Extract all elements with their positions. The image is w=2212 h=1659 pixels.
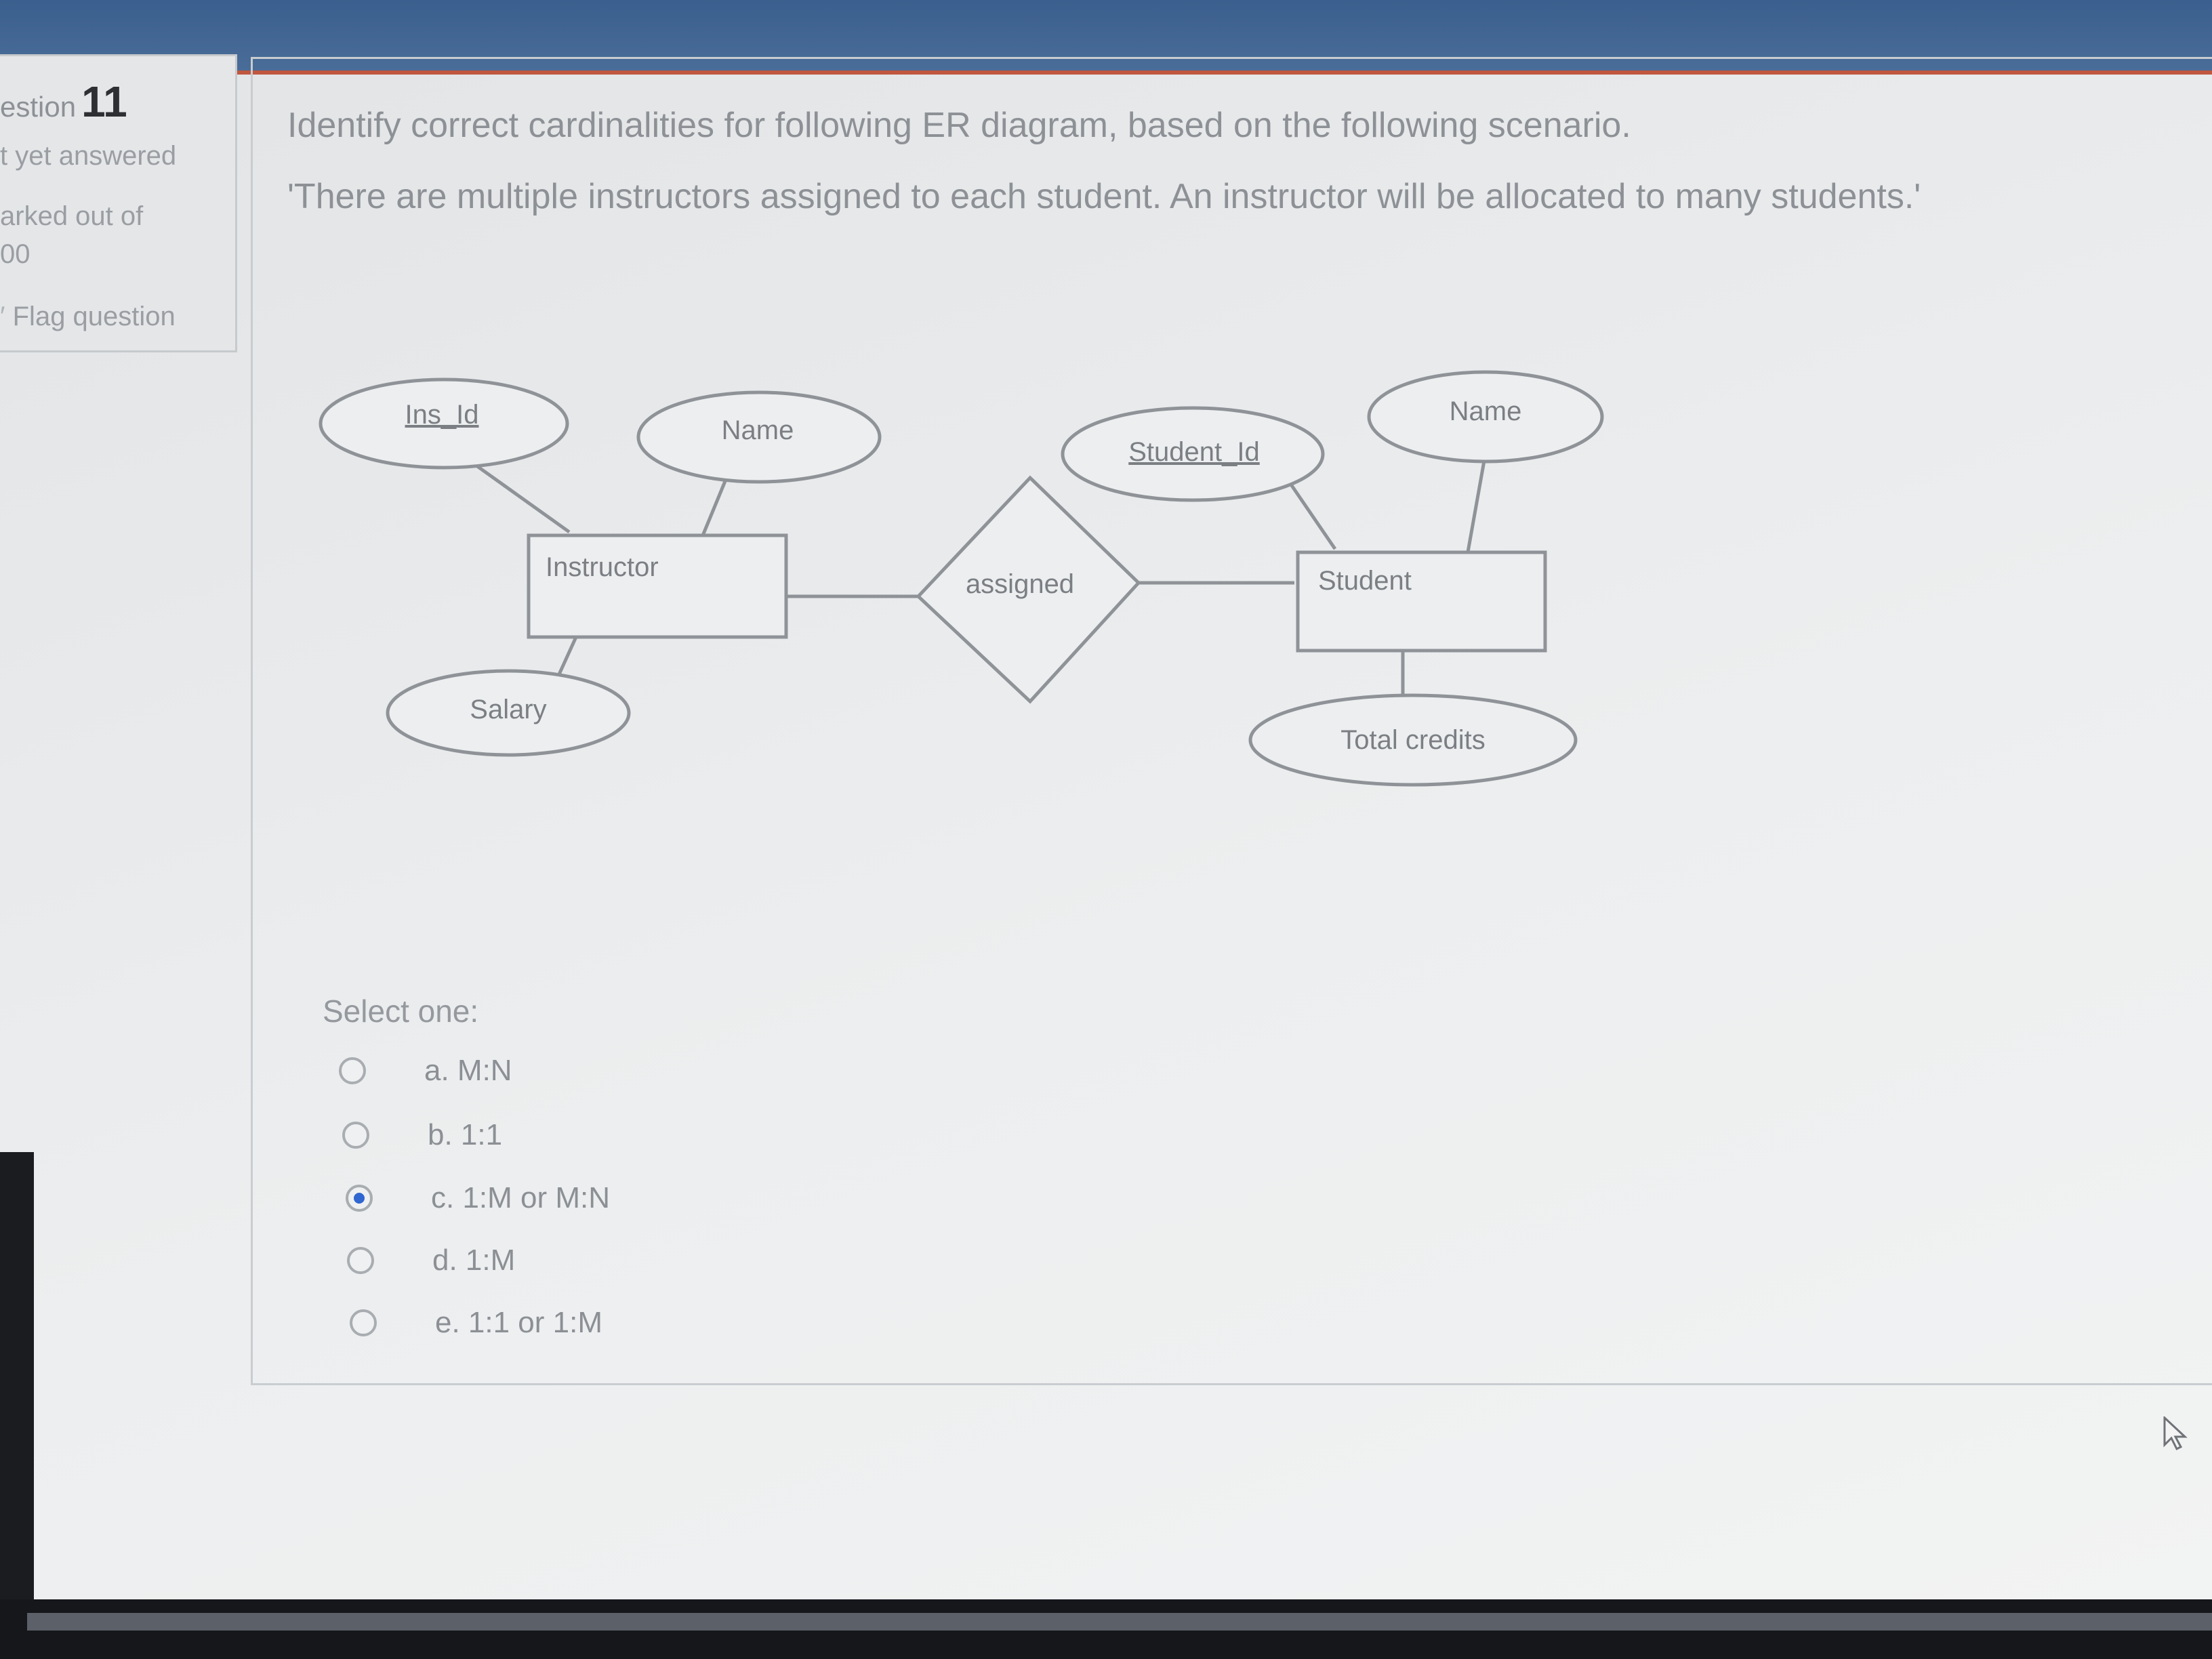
option-e-label: e. 1:1 or 1:M <box>435 1306 603 1339</box>
monitor-bezel-left <box>0 1152 34 1659</box>
flag-question-link[interactable]: ′ Flag question <box>0 302 176 332</box>
option-a-label: a. M:N <box>424 1054 512 1087</box>
flag-question-label: Flag question <box>12 302 176 331</box>
marks-value: 00 <box>0 239 30 269</box>
entity-instructor-box <box>527 533 788 639</box>
flag-icon: ′ <box>0 302 13 331</box>
radio-option-e[interactable] <box>350 1309 377 1336</box>
attr-total-credits-label: Total credits <box>1340 725 1485 755</box>
attr-total-credits-ellipse <box>1248 693 1578 787</box>
er-diagram: Ins_Id Name Instructor Salary assigned S… <box>319 370 1604 787</box>
answer-option-a[interactable]: a. M:N <box>339 1050 512 1091</box>
option-d-label: d. 1:M <box>432 1244 516 1277</box>
answer-option-b[interactable]: b. 1:1 <box>342 1115 502 1155</box>
select-one-prompt: Select one: <box>323 994 479 1029</box>
attr-student-name-ellipse <box>1367 370 1604 464</box>
connector-instructor-salary <box>557 636 578 676</box>
radio-option-d[interactable] <box>347 1247 374 1274</box>
option-b-label: b. 1:1 <box>428 1118 503 1151</box>
answer-option-c[interactable]: c. 1:M or M:N <box>346 1178 610 1218</box>
connector-studentid-student <box>1289 483 1337 550</box>
option-c-label: c. 1:M or M:N <box>431 1181 611 1214</box>
radio-option-b[interactable] <box>342 1122 369 1149</box>
entity-instructor-label: Instructor <box>546 552 659 582</box>
mouse-cursor-icon <box>2163 1416 2188 1451</box>
relationship-assigned-diamond <box>916 475 1141 704</box>
question-scenario: 'There are multiple instructors assigned… <box>287 177 1921 216</box>
attr-student-id-ellipse <box>1061 406 1325 502</box>
question-marks: arked out of 00 <box>0 197 143 273</box>
question-text: Identify correct cardinalities for follo… <box>287 106 1631 145</box>
radio-option-a[interactable] <box>339 1057 366 1084</box>
question-prefix: estion <box>0 91 77 123</box>
question-number-value: 11 <box>81 77 127 126</box>
attr-salary-label: Salary <box>470 695 546 724</box>
header-accent-line <box>0 70 2212 75</box>
entity-student-box <box>1296 550 1547 653</box>
connector-insid-instructor <box>473 462 571 534</box>
quiz-page <box>0 75 2212 1599</box>
radio-option-c[interactable] <box>346 1185 373 1212</box>
browser-header <box>0 0 2212 75</box>
attr-ins-id-label: Ins_Id <box>405 400 479 430</box>
attr-ins-id-ellipse <box>319 377 569 470</box>
attr-student-name-label: Name <box>1450 396 1522 426</box>
answer-option-e[interactable]: e. 1:1 or 1:M <box>350 1303 602 1343</box>
attr-ins-name-label: Name <box>722 415 794 445</box>
attr-salary-ellipse <box>386 669 631 757</box>
screen-bottom-strip <box>27 1613 2212 1631</box>
marks-label: arked out of <box>0 201 144 231</box>
entity-student-label: Student <box>1318 566 1412 596</box>
attr-student-id-label: Student_Id <box>1128 437 1260 467</box>
question-state: t yet answered <box>0 141 177 171</box>
question-content-box <box>251 57 2212 1385</box>
connector-insname-instructor <box>699 480 727 539</box>
attr-ins-name-ellipse <box>636 390 882 484</box>
relationship-assigned-label: assigned <box>966 569 1074 599</box>
connector-studentname-student <box>1465 460 1486 556</box>
answer-option-d[interactable]: d. 1:M <box>347 1240 515 1281</box>
